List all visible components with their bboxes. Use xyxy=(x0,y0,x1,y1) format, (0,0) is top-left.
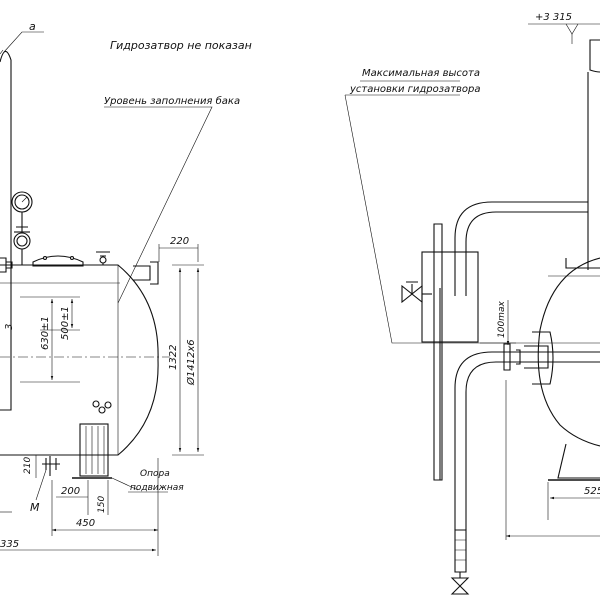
bottom-valve xyxy=(42,456,60,476)
seal-vessel xyxy=(421,251,479,343)
label-support-1: Опора xyxy=(140,469,170,479)
tank-body xyxy=(0,264,159,456)
dim-3: 3 xyxy=(4,324,15,330)
label-ref-a: а xyxy=(29,20,36,33)
side-nozzle xyxy=(133,265,151,281)
right-view: +3 315 Максимальная высота установки гид… xyxy=(344,12,600,595)
dim-335: 335 xyxy=(0,539,19,550)
dim-450: 450 xyxy=(76,518,95,529)
dim-525: 525 xyxy=(584,486,600,497)
label-fill-level: Уровень заполнения бака xyxy=(104,95,240,107)
elevation-mark: +3 315 xyxy=(535,12,572,23)
label-support-2: подвижная xyxy=(130,483,184,493)
top-valve xyxy=(96,251,110,265)
seal-pipe-top xyxy=(454,201,588,250)
dim-100max: 100max xyxy=(497,301,507,338)
hydraulic-seal-column xyxy=(589,39,600,73)
end-view-support xyxy=(557,443,600,479)
label-max-height-2: установки гидрозатвора xyxy=(349,84,481,95)
dim-150: 150 xyxy=(97,496,107,513)
drain-fitting xyxy=(92,400,112,414)
dim-diameter-1412: Ø1412х6 xyxy=(185,339,197,386)
dim-1322: 1322 xyxy=(168,345,179,370)
dim-220: 220 xyxy=(170,236,189,247)
tank-end-view xyxy=(537,257,600,447)
dim-630: 630±1 xyxy=(40,316,51,350)
left-view: а Гидрозатвор не показан Уровень заполне… xyxy=(0,20,252,556)
note-seal-not-shown: Гидрозатвор не показан xyxy=(110,39,252,52)
seal-side-valve xyxy=(401,281,432,304)
seal-bottom-valve xyxy=(450,572,470,595)
dim-500: 500±1 xyxy=(60,306,71,340)
label-max-height-1: Максимальная высота xyxy=(362,68,480,79)
movable-support xyxy=(72,423,112,479)
vertical-column xyxy=(0,50,12,411)
label-ref-m: M xyxy=(30,501,40,514)
dim-200: 200 xyxy=(61,486,80,497)
dim-210: 210 xyxy=(23,457,33,474)
seal-pipe-lower xyxy=(454,351,600,530)
manhole-hatch xyxy=(32,255,84,267)
pressure-gauge xyxy=(11,191,33,265)
